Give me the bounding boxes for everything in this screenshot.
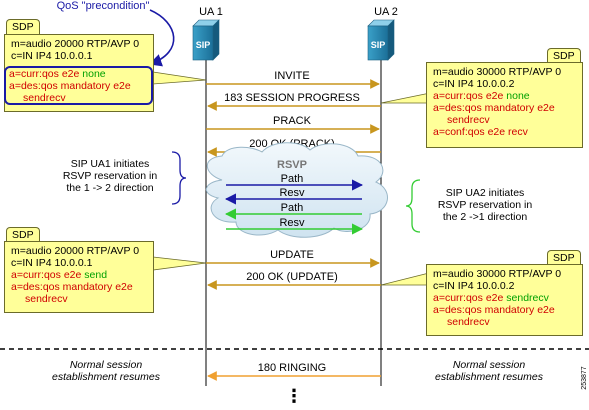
msg-prack-label: PRACK xyxy=(273,115,312,127)
sdp3-media-line: m=audio 20000 RTP/AVP 0 xyxy=(11,245,140,257)
resume-caption-left: Normal session establishment resumes xyxy=(36,359,176,383)
ua1-icon-text: SIP xyxy=(196,40,211,50)
msg-update-ok-label: 200 OK (UPDATE) xyxy=(246,271,338,283)
sdp4-connection-line: c=IN IP4 10.0.0.2 xyxy=(433,280,515,292)
sdp4-des-attr: a=des:qos mandatory e2e xyxy=(433,304,555,316)
ua1-rsvp-note: SIP UA1 initiates RSVP reservation in th… xyxy=(50,158,170,194)
ua2-icon-text: SIP xyxy=(371,40,386,50)
rsvp-flow-label-4: Resv xyxy=(279,217,305,229)
sdp3-connection-line: c=IN IP4 10.0.0.1 xyxy=(11,257,93,269)
resume-right-line-1: Normal session xyxy=(452,359,526,371)
sdp2-media-line: m=audio 30000 RTP/AVP 0 xyxy=(433,66,562,78)
sdp4-curr-status: sendrecv xyxy=(506,292,549,304)
sdp1-des-direction: sendrecv xyxy=(23,92,66,104)
sdp1-des-attr: a=des:qos mandatory e2e xyxy=(9,80,131,92)
sdp1-connection-line: c=IN IP4 10.0.0.1 xyxy=(11,50,93,62)
ua1-rsvp-note-line-2: RSVP reservation in xyxy=(62,170,158,182)
sdp4-curr-attr: a=curr:qos e2e xyxy=(433,292,507,304)
resume-right-line-2: establishment resumes xyxy=(435,371,543,383)
sdp3-tab: SDP xyxy=(6,227,40,242)
sdp2-conf-attr: a=conf:qos e2e recv xyxy=(433,126,528,138)
sdp1-tab: SDP xyxy=(6,19,40,34)
sdp1-note: m=audio 20000 RTP/AVP 0 c=IN IP4 10.0.0.… xyxy=(4,34,154,112)
msg-update-label: UPDATE xyxy=(270,249,314,261)
sdp2-curr-status: none xyxy=(506,90,530,102)
rsvp-flow-label-2: Resv xyxy=(279,187,305,199)
msg-session-progress-label: 183 SESSION PROGRESS xyxy=(224,92,360,104)
sdp3-note: m=audio 20000 RTP/AVP 0 c=IN IP4 10.0.0.… xyxy=(4,241,154,313)
sdp3-callout-pointer xyxy=(152,256,207,271)
sdp1-curr-status: none xyxy=(82,68,106,80)
ua1-rsvp-note-line-3: the 1 -> 2 direction xyxy=(66,182,154,194)
sdp3-des-attr: a=des:qos mandatory e2e xyxy=(11,281,133,293)
sdp4-callout-pointer xyxy=(380,272,430,286)
sdp2-connection-line: c=IN IP4 10.0.0.2 xyxy=(433,78,515,90)
rsvp-flow-label-1: Path xyxy=(281,173,304,185)
sdp2-des-direction: sendrecv xyxy=(447,114,490,126)
precondition-label: QoS "precondition" xyxy=(57,0,150,12)
figure-id: 253877 xyxy=(581,366,588,389)
continuation-dots: ⋮ xyxy=(285,386,303,406)
ua2-rsvp-note: SIP UA2 initiates RSVP reservation in th… xyxy=(420,187,550,223)
ua2-label: UA 2 xyxy=(374,6,398,18)
resume-left-line-2: establishment resumes xyxy=(52,371,160,383)
ua1-rsvp-brace xyxy=(171,151,187,205)
resume-left-line-1: Normal session xyxy=(69,359,143,371)
resume-caption-right: Normal session establishment resumes xyxy=(414,359,564,383)
sdp1-curr-attr: a=curr:qos e2e xyxy=(9,68,83,80)
sdp2-note: m=audio 30000 RTP/AVP 0 c=IN IP4 10.0.0.… xyxy=(426,62,583,148)
msg-invite-label: INVITE xyxy=(274,70,309,82)
ua1-label: UA 1 xyxy=(199,6,223,18)
msg-ringing-label: 180 RINGING xyxy=(258,362,326,374)
sdp3-des-direction: sendrecv xyxy=(25,293,68,305)
ua2-rsvp-brace xyxy=(405,179,421,233)
sdp4-tab: SDP xyxy=(547,250,581,265)
sdp1-precondition-highlight xyxy=(4,66,153,105)
ua2-sip-phone-icon: SIP xyxy=(367,19,395,61)
ua1-sip-phone-icon: SIP xyxy=(192,19,220,61)
sdp2-curr-attr: a=curr:qos e2e xyxy=(433,90,507,102)
ua2-rsvp-note-line-2: RSVP reservation in xyxy=(437,199,533,211)
precondition-pointer-arrow xyxy=(148,9,175,67)
sdp2-tab: SDP xyxy=(547,48,581,63)
sdp2-des-attr: a=des:qos mandatory e2e xyxy=(433,102,555,114)
rsvp-flow-label-3: Path xyxy=(281,202,304,214)
sdp1-precondition-lines: a=curr:qos e2e none a=des:qos mandatory … xyxy=(6,67,146,104)
ua2-rsvp-note-line-1: SIP UA2 initiates xyxy=(445,187,525,199)
ua2-rsvp-note-line-3: the 2 ->1 direction xyxy=(442,211,528,223)
sdp1-callout-pointer xyxy=(152,71,207,85)
sdp1-media-line: m=audio 20000 RTP/AVP 0 xyxy=(11,38,140,50)
sdp3-curr-status: send xyxy=(84,269,108,281)
sdp3-curr-attr: a=curr:qos e2e xyxy=(11,269,85,281)
sdp4-des-direction: sendrecv xyxy=(447,316,490,328)
ua1-rsvp-note-line-1: SIP UA1 initiates xyxy=(70,158,150,170)
rsvp-title: RSVP xyxy=(277,159,307,171)
sdp4-media-line: m=audio 30000 RTP/AVP 0 xyxy=(433,268,562,280)
sdp4-note: m=audio 30000 RTP/AVP 0 c=IN IP4 10.0.0.… xyxy=(426,264,583,336)
